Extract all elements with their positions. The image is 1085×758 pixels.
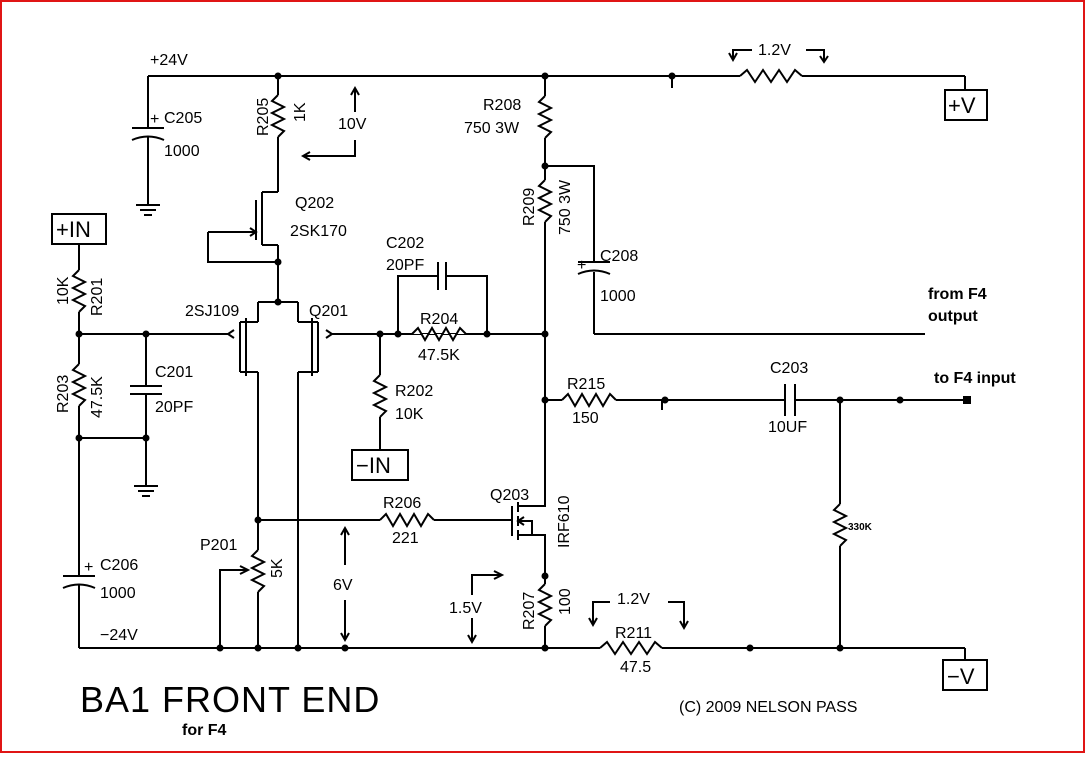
r203-ref: R203 (55, 375, 72, 413)
diagram-title: BA1 FRONT END (80, 679, 380, 720)
c205-plus: + (150, 111, 159, 128)
c208-capacitor (545, 165, 925, 335)
r207-value: 100 (557, 588, 574, 615)
c208-ref: C208 (600, 248, 638, 265)
r202-resistor (371, 334, 389, 450)
q202-jfet (207, 191, 282, 302)
voltage-bottom-label: 1.2V (617, 591, 650, 608)
q203-part: IRF610 (556, 495, 573, 548)
r209-value: 750 3W (557, 179, 574, 235)
neg-v-terminal (942, 659, 988, 691)
r202-value: 10K (395, 406, 424, 423)
r204-ref: R204 (420, 311, 458, 328)
q202-part: 2SK170 (290, 223, 347, 240)
voltage-arrow-15v (467, 570, 505, 645)
neg-in-terminal (351, 449, 409, 481)
c201-value: 20PF (155, 399, 193, 416)
r203-resistor (70, 334, 88, 576)
pos-v-terminal (944, 89, 988, 121)
voltage-arrow-bottom (588, 601, 689, 631)
c208-value: 1000 (600, 288, 636, 305)
q201-ref: Q201 (309, 303, 348, 320)
r215-ref: R215 (567, 376, 605, 393)
from-f4-line2: output (928, 308, 978, 325)
pos-supply-label: +24V (150, 52, 188, 69)
c206-ref: C206 (100, 557, 138, 574)
neg-in-label: −IN (356, 453, 391, 478)
voltage-15v-label: 1.5V (449, 600, 482, 617)
c205-ref: C205 (164, 110, 202, 127)
c201-capacitor (75, 334, 162, 497)
r201-ref: R201 (89, 278, 106, 316)
r209-ref: R209 (521, 188, 538, 226)
voltage-6v-label: 6V (333, 577, 353, 594)
r206-value: 221 (392, 530, 419, 547)
r209-resistor (536, 179, 554, 400)
voltage-top-label: 1.2V (758, 42, 791, 59)
r208-resistor (536, 72, 554, 180)
to-f4-input-label: to F4 input (934, 370, 1016, 387)
r330k-resistor (831, 400, 849, 648)
p201-value: 5K (269, 558, 286, 578)
voltage-arrow-6v (340, 525, 350, 643)
c206-value: 1000 (100, 585, 136, 602)
c206-capacitor (62, 575, 96, 648)
c203-capacitor (784, 384, 971, 416)
gate-input-node (75, 330, 228, 338)
c206-plus: + (84, 559, 93, 576)
q202-ref: Q202 (295, 195, 334, 212)
p201-potentiometer (219, 516, 267, 648)
c203-ref: C203 (770, 360, 808, 377)
top-rail (148, 68, 966, 90)
c202-ref: C202 (386, 235, 424, 252)
r215-resistor (541, 392, 785, 410)
r330k-value: 330K (848, 522, 873, 533)
r204-resistor (411, 326, 467, 342)
neg-v-label: −V (947, 664, 975, 689)
from-f4-line1: from F4 (928, 286, 987, 303)
voltage-10v-label: 10V (338, 116, 367, 133)
diagram-subtitle: for F4 (182, 722, 227, 739)
q201-dual-jfet (226, 298, 334, 648)
r201-value: 10K (55, 276, 72, 305)
voltage-arrow-10v (300, 85, 360, 161)
c205-capacitor (131, 76, 165, 216)
c205-value: 1000 (164, 143, 200, 160)
voltage-arrow-top (728, 49, 829, 64)
r211-value: 47.5 (620, 659, 651, 676)
r205-ref: R205 (255, 98, 272, 136)
c201-ref: C201 (155, 364, 193, 381)
r201-resistor (70, 244, 88, 334)
r208-ref: R208 (483, 97, 521, 114)
c208-plus: + (577, 257, 586, 274)
r208-value: 750 3W (464, 120, 520, 137)
r206-resistor (258, 512, 512, 528)
c203-value: 10UF (768, 419, 807, 436)
r202-ref: R202 (395, 383, 433, 400)
q203-ref: Q203 (490, 487, 529, 504)
q203-mosfet (511, 400, 546, 560)
r203-value: 47.5K (89, 376, 106, 418)
r205-value: 1K (292, 102, 309, 122)
bottom-rail (79, 640, 966, 660)
p201-ref: P201 (200, 537, 237, 554)
pos-in-label: +IN (56, 217, 91, 242)
q201-part: 2SJ109 (185, 303, 239, 320)
r207-resistor (536, 560, 554, 648)
pos-v-label: +V (948, 93, 976, 118)
r204-value: 47.5K (418, 347, 460, 364)
r205-resistor (269, 72, 287, 192)
c202-capacitor (397, 262, 488, 334)
r207-ref: R207 (521, 592, 538, 630)
r215-value: 150 (572, 410, 599, 427)
pos-in-terminal (51, 213, 107, 245)
r211-ref: R211 (615, 625, 652, 642)
c202-value: 20PF (386, 257, 424, 274)
copyright-note: (C) 2009 NELSON PASS (679, 699, 857, 716)
r206-ref: R206 (383, 495, 421, 512)
neg-supply-label: −24V (100, 627, 138, 644)
